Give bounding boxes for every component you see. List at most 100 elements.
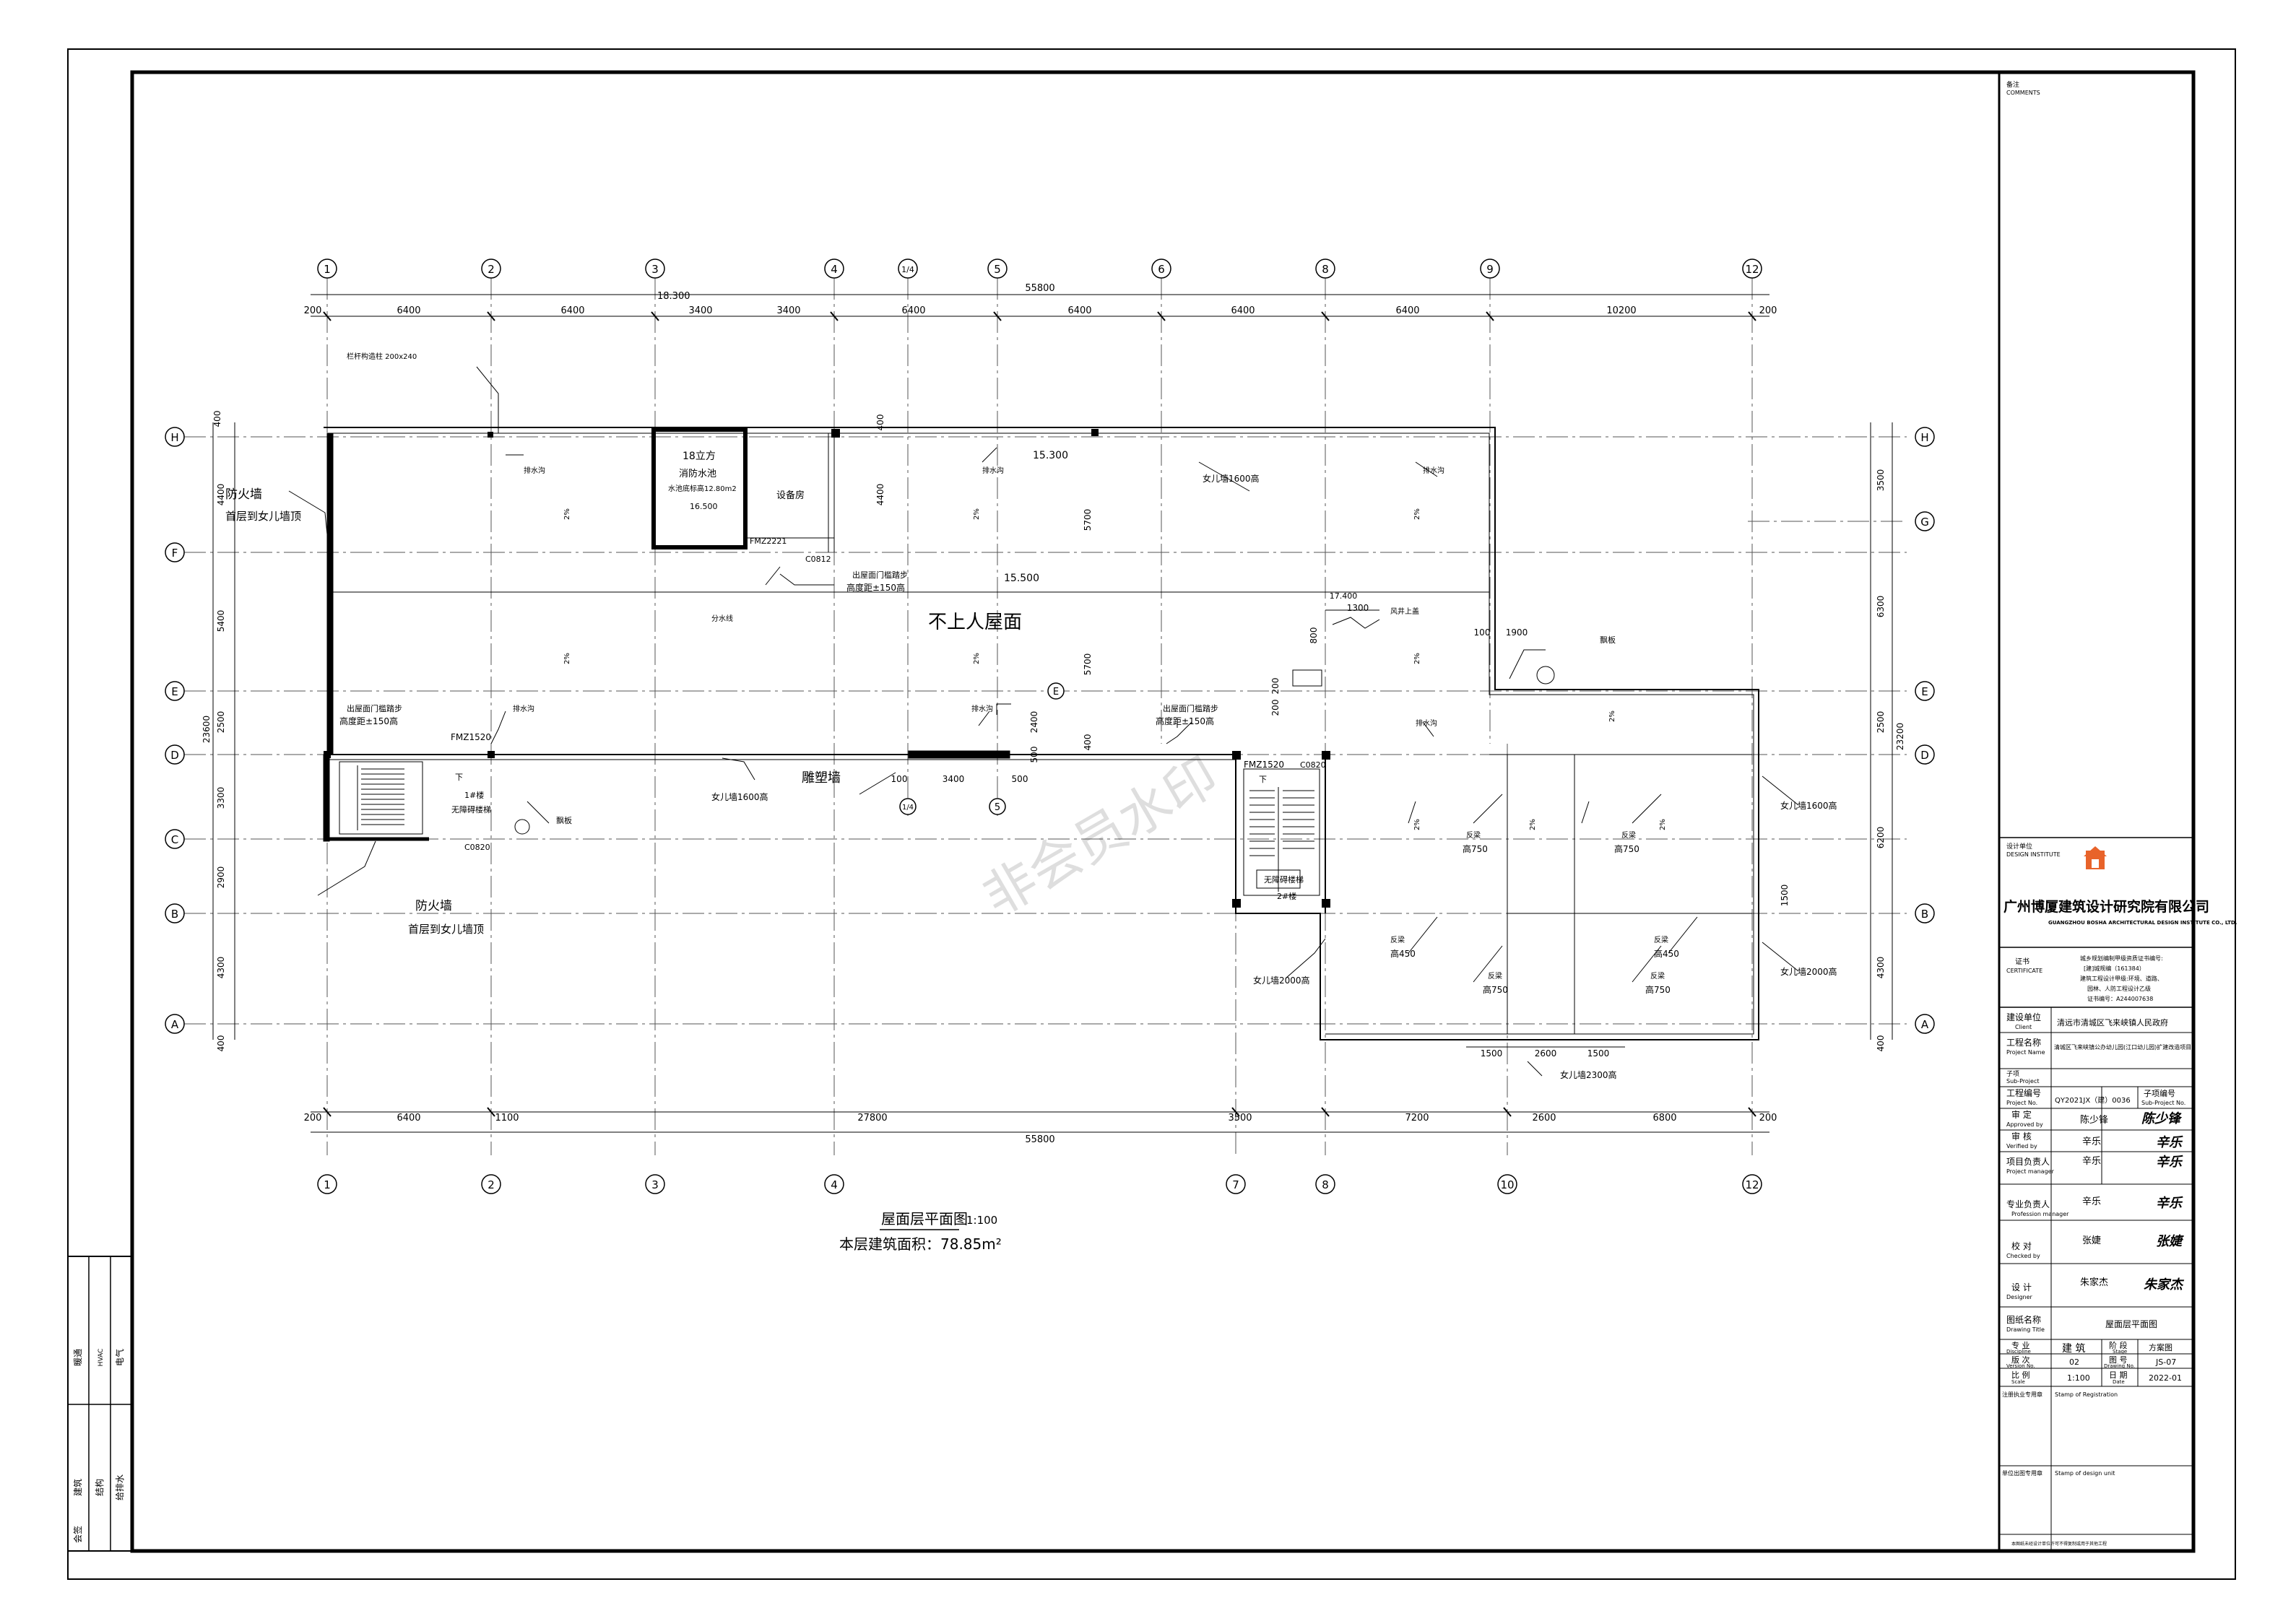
svg-text:H: H xyxy=(170,431,178,444)
svg-text:3400: 3400 xyxy=(688,305,712,316)
svg-text:3300: 3300 xyxy=(216,787,226,809)
svg-text:工程名称: 工程名称 xyxy=(2006,1037,2041,1048)
svg-text:飘板: 飘板 xyxy=(556,815,572,825)
svg-text:1300: 1300 xyxy=(1347,603,1369,613)
svg-text:DESIGN INSTITUTE: DESIGN INSTITUTE xyxy=(2006,851,2061,858)
svg-text:18立方: 18立方 xyxy=(683,451,716,462)
axis-bubbles xyxy=(165,258,1935,1194)
svg-text:高450: 高450 xyxy=(1654,948,1679,959)
svg-text:版 次: 版 次 xyxy=(2011,1355,2030,1365)
svg-text:5700: 5700 xyxy=(1083,509,1093,531)
svg-text:3500: 3500 xyxy=(1876,469,1886,492)
svg-text:陈少锋: 陈少锋 xyxy=(2080,1114,2108,1126)
svg-text:辛乐: 辛乐 xyxy=(2082,1137,2101,1147)
svg-text:5700: 5700 xyxy=(1083,653,1093,676)
svg-text:女儿墙1600高: 女儿墙1600高 xyxy=(711,791,768,802)
svg-text:高750: 高750 xyxy=(1614,843,1639,854)
svg-text:1500: 1500 xyxy=(1481,1048,1503,1059)
svg-text:3400: 3400 xyxy=(776,305,800,316)
signature-checked: 张婕 xyxy=(2156,1234,2184,1249)
svg-text:Stamp of design unit: Stamp of design unit xyxy=(2055,1470,2115,1477)
svg-text:400: 400 xyxy=(875,414,885,431)
svg-text:5400: 5400 xyxy=(216,610,226,633)
svg-text:6200: 6200 xyxy=(1876,827,1886,849)
area-line: 本层建筑面积：78.85m² xyxy=(839,1235,1002,1253)
svg-text:无障碍楼梯: 无障碍楼梯 xyxy=(451,804,491,814)
svg-text:6800: 6800 xyxy=(1652,1113,1676,1124)
svg-text:1:100: 1:100 xyxy=(2067,1373,2090,1383)
svg-text:2600: 2600 xyxy=(1532,1113,1556,1124)
svg-text:首层到女儿墙顶: 首层到女儿墙顶 xyxy=(408,923,484,936)
svg-text:Drawing No.: Drawing No. xyxy=(2104,1363,2135,1369)
svg-text:6300: 6300 xyxy=(1876,596,1886,618)
svg-text:6: 6 xyxy=(1158,263,1165,276)
svg-text:下: 下 xyxy=(455,773,463,782)
svg-text:高750: 高750 xyxy=(1645,984,1671,995)
svg-text:6400: 6400 xyxy=(397,305,420,316)
svg-text:A: A xyxy=(1921,1018,1929,1031)
svg-text:400: 400 xyxy=(212,411,222,427)
dim-text-misc: 400 4400 5700 5700 2400 500 200 200 400 … xyxy=(875,414,1790,1059)
watermark: 非会员水印 xyxy=(973,745,1229,928)
svg-text:C: C xyxy=(171,833,178,846)
inner-border xyxy=(130,70,2196,1553)
svg-text:9: 9 xyxy=(1486,263,1494,276)
company-logo xyxy=(2084,846,2107,869)
svg-text:女儿墙2000高: 女儿墙2000高 xyxy=(1780,966,1837,977)
svg-text:C0820: C0820 xyxy=(1300,760,1326,770)
svg-text:200: 200 xyxy=(304,1113,322,1124)
svg-text:水池底标高12.80m2: 水池底标高12.80m2 xyxy=(668,484,737,493)
svg-text:2900: 2900 xyxy=(216,866,226,889)
svg-text:反梁: 反梁 xyxy=(1488,971,1502,981)
svg-text:2500: 2500 xyxy=(216,711,226,734)
svg-text:2%: 2% xyxy=(1529,819,1537,830)
svg-text:15.500: 15.500 xyxy=(1004,573,1039,584)
outer-border xyxy=(67,48,2236,1580)
svg-text:500: 500 xyxy=(1012,774,1028,784)
svg-text:200: 200 xyxy=(1270,700,1281,716)
svg-text:Verified by: Verified by xyxy=(2006,1143,2037,1150)
svg-text:Approved by: Approved by xyxy=(2006,1121,2043,1128)
svg-text:下: 下 xyxy=(1259,775,1267,784)
svg-text:2%: 2% xyxy=(1413,819,1421,830)
svg-text:证书编号：A244007638: 证书编号：A244007638 xyxy=(2087,995,2153,1002)
svg-text:出屋面门槛踏步: 出屋面门槛踏步 xyxy=(852,570,908,580)
svg-text:6400: 6400 xyxy=(1231,305,1255,316)
svg-text:6400: 6400 xyxy=(397,1113,420,1124)
svg-text:3400: 3400 xyxy=(943,774,965,784)
svg-text:2%: 2% xyxy=(973,508,981,520)
svg-text:无障碍楼梯: 无障碍楼梯 xyxy=(1264,874,1304,885)
svg-text:400: 400 xyxy=(1083,734,1093,751)
svg-text:雕塑墙: 雕塑墙 xyxy=(802,770,841,786)
svg-text:反梁: 反梁 xyxy=(1654,935,1668,944)
svg-text:审 定: 审 定 xyxy=(2011,1109,2032,1120)
svg-text:200: 200 xyxy=(1270,678,1281,695)
svg-text:02: 02 xyxy=(2069,1357,2079,1367)
svg-text:400: 400 xyxy=(1876,1035,1886,1052)
drawing-title-block: 屋面层平面图 1:100 本层建筑面积：78.85m² xyxy=(839,1210,1002,1253)
svg-text:COMMENTS: COMMENTS xyxy=(2006,90,2040,96)
svg-text:方案图: 方案图 xyxy=(2149,1342,2172,1352)
svg-text:高度距±150高: 高度距±150高 xyxy=(339,716,398,726)
svg-text:1/4: 1/4 xyxy=(902,804,914,812)
svg-text:排水沟: 排水沟 xyxy=(982,466,1004,475)
svg-text:D: D xyxy=(170,749,179,762)
svg-text:排水沟: 排水沟 xyxy=(1416,718,1437,728)
drawing-title: 屋面层平面图 xyxy=(881,1210,968,1227)
vent-box xyxy=(1292,609,1380,687)
plan-labels: 栏杆构造柱 200x240 防火墙 首层到女儿墙顶 防火墙 首层到女儿墙顶 18… xyxy=(225,291,1837,1080)
drawing-scale: 1:100 xyxy=(966,1214,997,1227)
dim-text-top: 55800 200 6400 6400 3400 3400 6400 6400 … xyxy=(304,283,1777,316)
svg-text:Profession manager: Profession manager xyxy=(2011,1211,2069,1217)
svg-text:1/4: 1/4 xyxy=(901,265,914,274)
svg-text:4300: 4300 xyxy=(1876,957,1886,979)
svg-text:16.500: 16.500 xyxy=(690,502,718,511)
svg-text:排水沟: 排水沟 xyxy=(524,466,545,475)
svg-text:注册执业专用章: 注册执业专用章 xyxy=(2002,1391,2042,1398)
svg-text:Project Name: Project Name xyxy=(2006,1049,2045,1056)
svg-text:5: 5 xyxy=(995,802,1000,813)
dimension-lines xyxy=(212,294,1893,1133)
signature-verified: 辛乐 xyxy=(2156,1135,2183,1150)
svg-text:图纸名称: 图纸名称 xyxy=(2006,1314,2041,1325)
